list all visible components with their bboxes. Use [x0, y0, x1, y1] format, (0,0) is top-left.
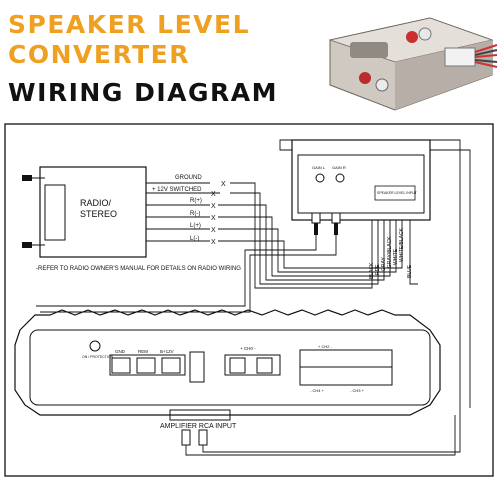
- diagram-frame: [4, 123, 494, 477]
- output-l-plus: L(+): [190, 223, 201, 229]
- product-photo: [328, 17, 498, 111]
- term-x-4: X: [211, 215, 216, 222]
- amp-speaker-bottom2-label: - CH3 +: [350, 388, 365, 393]
- rca-wires: [36, 300, 461, 456]
- converter-unit: [291, 139, 431, 235]
- converter-wire-labels: BLACK RDE GRAY GRAY/BLACK WHITE WHITE/BL…: [369, 227, 413, 279]
- output-ground: GROUND: [175, 175, 202, 181]
- term-x-3: X: [211, 203, 216, 210]
- wire-label-gray-black: GRAY/BLACK: [387, 236, 393, 268]
- rca-input-label: AMPLIFIER RCA INPUT: [160, 423, 237, 430]
- radio-note: -REFER TO RADIO OWNER'S MANUAL FOR DETAI…: [36, 266, 241, 272]
- wire-label-white-black: WHITE/BLACK: [399, 227, 405, 262]
- radio-label-1: RADIO/: [80, 198, 112, 208]
- radio-label-2: STEREO: [80, 209, 117, 219]
- term-x-6: X: [211, 239, 216, 246]
- term-x-5: X: [211, 227, 216, 234]
- rca-plug-right: [198, 429, 208, 446]
- radio-unit: [22, 166, 147, 258]
- wire-label-white: WHITE: [393, 248, 399, 265]
- term-x-2: X: [211, 191, 216, 198]
- term-x-1: X: [221, 181, 226, 188]
- rca-plug-left: [181, 429, 191, 446]
- title-line-1: SPEAKER LEVEL: [8, 10, 251, 39]
- converter-input-label: SPEAKER LEVEL INPUT: [377, 191, 418, 195]
- wire-label-gray: GRAY: [381, 257, 387, 271]
- amp-speaker-top-label: + CH2 -: [318, 344, 333, 349]
- gain-l-label: GAIN L: [312, 165, 326, 170]
- amplifier-unit: [14, 309, 441, 421]
- output-r-plus: R(+): [190, 198, 202, 204]
- amp-gnd-label: GND: [115, 349, 126, 354]
- output-12v: + 12V SWITCHED: [152, 187, 202, 193]
- amp-speaker-bottom-label: - CH4 +: [310, 388, 325, 393]
- amp-ch0-label: + CH0 -: [240, 346, 256, 351]
- output-r-minus: R(-): [190, 211, 200, 217]
- radio-output-wires: [146, 182, 220, 242]
- wire-label-blue: BLUE: [407, 264, 413, 278]
- title-line-2: CONVERTER: [8, 40, 190, 69]
- amp-protection-label: ON / PROTECTION: [82, 355, 114, 359]
- title-line-3: WIRING DIAGRAM: [8, 78, 278, 107]
- output-l-minus: L(-): [190, 236, 199, 242]
- wire-label-rde: RDE: [375, 264, 381, 275]
- amp-rem-label: REM: [138, 349, 148, 354]
- wire-label-black: BLACK: [369, 262, 375, 279]
- gain-r-label: GAIN R: [332, 165, 346, 170]
- converter-wires: [218, 139, 471, 408]
- amp-b12v-label: B+12V: [160, 349, 174, 354]
